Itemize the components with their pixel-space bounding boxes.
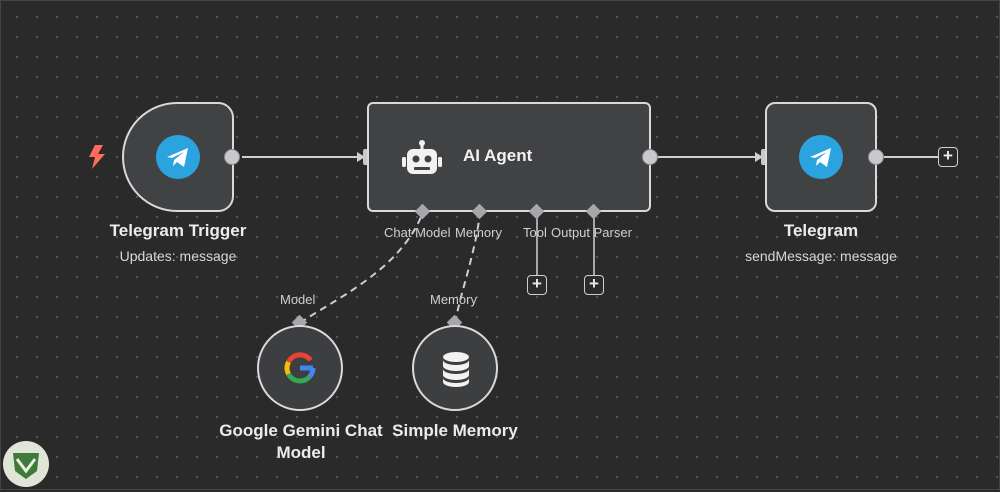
node-simple-memory[interactable] — [412, 325, 498, 411]
node-telegram-trigger[interactable] — [122, 102, 234, 212]
node-title: AI Agent — [463, 146, 533, 165]
output-port[interactable] — [224, 149, 240, 165]
arrow-head — [357, 152, 365, 162]
lightning-bolt-icon — [89, 145, 105, 169]
node-title: Simple Memory — [392, 421, 518, 440]
connection-gemini-to-agent — [299, 211, 424, 324]
node-title: Google Gemini Chat — [219, 421, 383, 440]
robot-icon — [402, 140, 442, 174]
node-google-gemini-chat-model[interactable] — [257, 325, 343, 411]
connection-memory-to-agent — [454, 211, 481, 324]
google-g-icon — [284, 352, 316, 384]
port-label-memory: Memory — [430, 292, 477, 307]
node-title-line-2: Model — [276, 443, 326, 462]
arrow-head — [755, 152, 763, 162]
add-tool-button[interactable]: + — [527, 275, 547, 295]
add-output-parser-button[interactable]: + — [584, 275, 604, 295]
port-label-output-parser: Output Parser — [551, 225, 632, 240]
port-label-model: Model — [280, 292, 316, 307]
port-label-tool: Tool — [523, 225, 547, 240]
output-port[interactable] — [642, 149, 658, 165]
port-label-memory: Memory — [455, 225, 502, 240]
node-subtitle: sendMessage: message — [745, 248, 897, 264]
node-subtitle: Updates: message — [119, 248, 237, 264]
node-title: Telegram Trigger — [109, 221, 247, 240]
add-node-button[interactable]: + — [938, 147, 958, 167]
telegram-icon — [799, 135, 843, 179]
node-telegram[interactable] — [765, 102, 877, 212]
port-label-chat-model: Chat Model — [384, 225, 451, 240]
database-icon — [443, 352, 469, 387]
node-title: Telegram — [783, 221, 859, 240]
output-port[interactable] — [868, 149, 884, 165]
watermark-logo — [3, 441, 49, 487]
telegram-icon — [156, 135, 200, 179]
